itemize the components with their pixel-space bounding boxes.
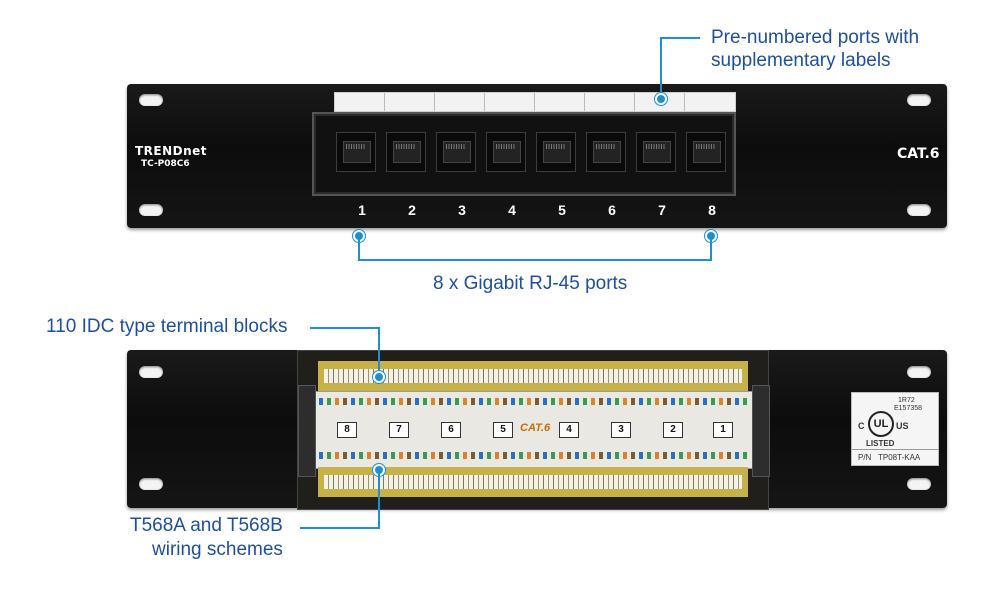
callout-dot-idc bbox=[373, 371, 385, 383]
port-number-2: 2 bbox=[408, 202, 416, 218]
mount-slot-bottom-left bbox=[139, 478, 163, 490]
back-patch-panel: 8 7 6 5 CAT.6 4 3 2 1 1R72 E157358 C UL … bbox=[127, 350, 947, 510]
port-number-5: 5 bbox=[558, 202, 566, 218]
callout-prenumbered-line2: supplementary labels bbox=[711, 50, 891, 71]
model-number: TC-P08C6 bbox=[141, 159, 190, 169]
mount-slot-top-left bbox=[139, 94, 163, 106]
rj45-port-block bbox=[312, 112, 736, 196]
port-number-3: 3 bbox=[458, 202, 466, 218]
wire-color-row-bottom bbox=[319, 452, 749, 459]
rj45-port[interactable] bbox=[686, 132, 726, 172]
rj45-port[interactable] bbox=[636, 132, 676, 172]
callout-line-wiring-horizontal bbox=[300, 527, 380, 529]
mount-slot-bottom-left bbox=[139, 204, 163, 216]
rj45-port[interactable] bbox=[486, 132, 526, 172]
rj45-port[interactable] bbox=[336, 132, 376, 172]
wire-color-row-top bbox=[319, 398, 749, 405]
mount-slot-top-right bbox=[907, 366, 931, 378]
block-number-4: 4 bbox=[559, 422, 579, 438]
category-label: CAT.6 bbox=[897, 146, 940, 162]
ul-listed: LISTED bbox=[866, 439, 895, 448]
ul-pn-label: P/N bbox=[858, 453, 872, 462]
callout-prenumbered-line1: Pre-numbered ports with bbox=[711, 27, 920, 48]
brand-logo: TRENDnet bbox=[135, 144, 208, 158]
rj45-port[interactable] bbox=[586, 132, 626, 172]
idc-contacts-bottom bbox=[324, 475, 742, 489]
ul-logo-icon: UL bbox=[868, 411, 894, 437]
ul-c-mark: C bbox=[858, 421, 865, 431]
port-label-strip bbox=[334, 92, 736, 112]
block-number-5: 5 bbox=[493, 422, 513, 438]
ul-pn-value: TP08T-KAA bbox=[878, 453, 921, 462]
idc-contacts-top bbox=[324, 369, 742, 383]
mount-slot-top-right bbox=[907, 94, 931, 106]
rj45-port[interactable] bbox=[386, 132, 426, 172]
mount-slot-bottom-right bbox=[907, 204, 931, 216]
ul-us-mark: US bbox=[896, 421, 909, 431]
callout-wiring-line1: T568A and T568B bbox=[130, 515, 283, 536]
mount-slot-top-left bbox=[139, 366, 163, 378]
port-number-6: 6 bbox=[608, 202, 616, 218]
callout-line-labels-horizontal bbox=[660, 37, 700, 39]
callout-bracket-left bbox=[358, 236, 360, 260]
cat6-badge: CAT.6 bbox=[520, 422, 551, 434]
callout-ports: 8 x Gigabit RJ-45 ports bbox=[433, 273, 628, 294]
port-number-4: 4 bbox=[508, 202, 516, 218]
callout-bracket-right bbox=[710, 236, 712, 260]
port-number-7: 7 bbox=[658, 202, 666, 218]
block-number-1: 1 bbox=[713, 422, 733, 438]
port-number-1: 1 bbox=[358, 202, 366, 218]
ul-serial: E157358 bbox=[894, 405, 923, 412]
block-number-8: 8 bbox=[337, 422, 357, 438]
rj45-port[interactable] bbox=[536, 132, 576, 172]
callout-wiring-line2: wiring schemes bbox=[152, 539, 283, 560]
callout-bracket-bottom bbox=[358, 259, 712, 261]
idc-terminal-assembly: 8 7 6 5 CAT.6 4 3 2 1 bbox=[297, 350, 770, 510]
front-patch-panel: TRENDnet TC-P08C6 CAT.6 1 2 3 4 5 6 7 8 bbox=[127, 84, 947, 228]
block-number-2: 2 bbox=[663, 422, 683, 438]
callout-line-labels-vertical bbox=[660, 38, 662, 98]
idc-terminal-block: 8 7 6 5 CAT.6 4 3 2 1 bbox=[312, 391, 756, 469]
callout-idc: 110 IDC type terminal blocks bbox=[46, 316, 288, 337]
block-number-6: 6 bbox=[441, 422, 461, 438]
mount-clamp-right bbox=[752, 385, 770, 477]
block-number-3: 3 bbox=[611, 422, 631, 438]
block-number-7: 7 bbox=[389, 422, 409, 438]
callout-line-idc-vertical bbox=[378, 327, 380, 375]
callout-dot-labels bbox=[655, 93, 667, 105]
mount-slot-bottom-right bbox=[907, 478, 931, 490]
callout-line-idc-horizontal bbox=[310, 327, 380, 329]
rj45-port[interactable] bbox=[436, 132, 476, 172]
ul-listing-sticker: 1R72 E157358 C UL US LISTED P/N TP08T-KA… bbox=[851, 392, 939, 466]
port-number-8: 8 bbox=[708, 202, 716, 218]
mount-clamp-left bbox=[298, 385, 316, 477]
ul-code: 1R72 bbox=[898, 397, 915, 404]
callout-line-wiring-vertical bbox=[378, 470, 380, 528]
